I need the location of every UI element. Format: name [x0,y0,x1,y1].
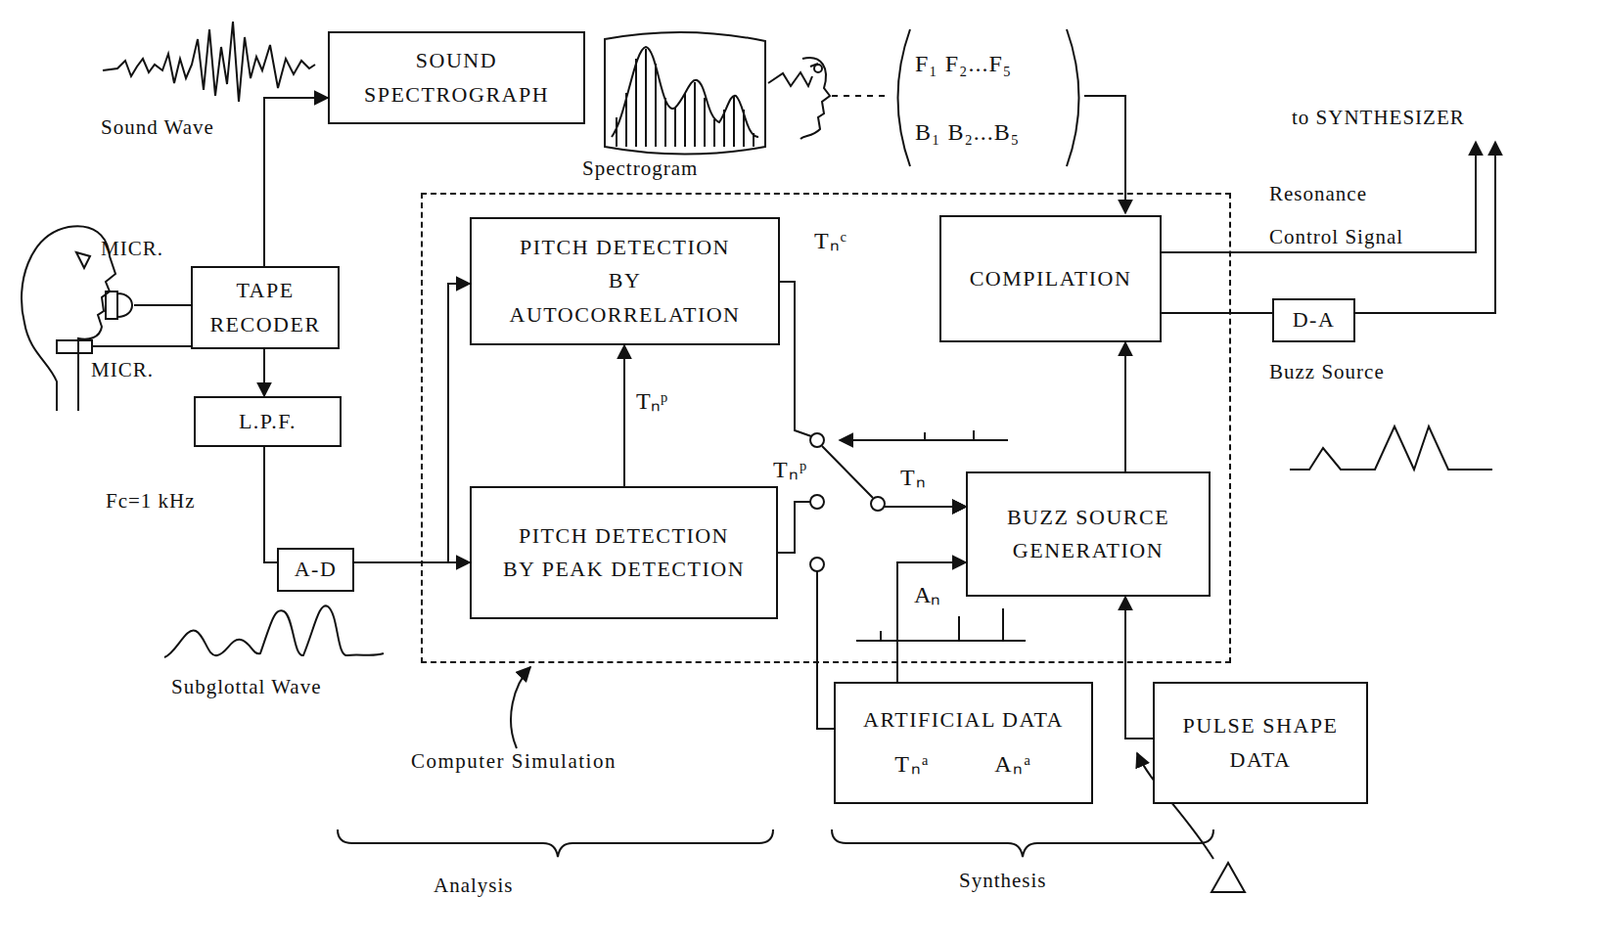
signal-connector [263,349,266,397]
process-box: TAPE RECODER [190,266,340,350]
process-box: PITCH DETECTION BY AUTOCORRELATION [469,217,780,346]
signal-label: Sound Wave [100,115,215,140]
signal-label: Tₙᶜ [814,223,848,256]
box-label: COMPILATION [969,262,1133,296]
box-label: L.P.F. [238,405,297,439]
signal-connector [1125,596,1153,739]
signal-connector [1161,312,1273,315]
box-label: Tₙᵃ Aₙᵃ [894,746,1032,783]
process-box: ARTIFICIAL DATA Tₙᵃ Aₙᵃ [833,682,1094,805]
signal-label: Buzz Source [1269,360,1385,385]
box-label: PULSE SHAPE DATA [1167,709,1354,777]
process-box: D-A [1272,298,1356,343]
simulation-region: Computer SimulationPITCH DETECTION BY AU… [420,192,1232,664]
signal-connector [264,447,277,563]
process-box: BUZZ SOURCE GENERATION [965,471,1211,597]
brace [831,829,1214,858]
process-box: A-D [276,548,355,593]
signal-label: MICR. [100,236,164,262]
matrix-bracket [898,29,1080,167]
signal-label: F₁ F₂...F₅ [914,50,1012,78]
sound-wave [102,21,316,102]
signal-label: Subglottal Wave [171,675,322,700]
signal-label: MICR. [91,358,154,383]
signal-connector [897,562,966,683]
signal-connector [777,502,966,553]
signal-label: Synthesis [959,868,1048,894]
signal-label: Resonance [1269,182,1368,207]
box-label: A-D [294,552,338,587]
edge-label: Tₙᵖ [634,383,670,416]
subglottal-wave [164,605,384,658]
resonance-wire [1084,95,1126,214]
signal-label: to SYNTHESIZER [1291,105,1465,131]
brace [337,829,774,858]
delta-symbol [1211,863,1245,893]
box-label: SOUND SPECTROGRAPH [344,44,570,111]
process-box: PULSE SHAPE DATA [1152,682,1369,805]
box-label: BUZZ SOURCE GENERATION [990,501,1187,568]
region-caption: Computer Simulation [411,745,617,778]
signal-connector [354,283,470,563]
box-label: ARTIFICIAL DATA [863,703,1064,737]
reader-face [768,57,891,139]
box-label: D-A [1292,303,1336,337]
box-label: PITCH DETECTION BY AUTOCORRELATION [500,230,750,331]
signal-label: Tₙ [900,459,927,493]
signal-connector [623,345,626,487]
process-box: PITCH DETECTION BY PEAK DETECTION [469,486,778,620]
process-box: SOUND SPECTROGRAPH [327,31,586,125]
signal-label: Analysis [433,873,514,899]
box-label: PITCH DETECTION BY PEAK DETECTION [499,519,749,587]
signal-label: Spectrogram [582,156,698,182]
resonance-wire [1161,141,1476,253]
speaker-head [21,226,191,412]
box-label: TAPE RECODER [201,274,329,341]
leader-arrow [510,667,531,749]
signal-connector [1124,342,1127,472]
signal-connector [779,281,966,507]
signal-label: Fc=1 kHz [105,489,196,514]
signal-label: Tₙᵖ [773,452,808,485]
edge-label: Aₙ [912,577,943,610]
signal-label: B₁ B₂...B₅ [914,119,1020,146]
signal-connector [264,97,328,267]
spectrogram-picture [604,32,766,155]
signal-label: Control Signal [1269,225,1404,250]
process-box: COMPILATION [939,215,1162,343]
process-box: L.P.F. [193,396,342,448]
buzz-waveform [1289,426,1493,470]
